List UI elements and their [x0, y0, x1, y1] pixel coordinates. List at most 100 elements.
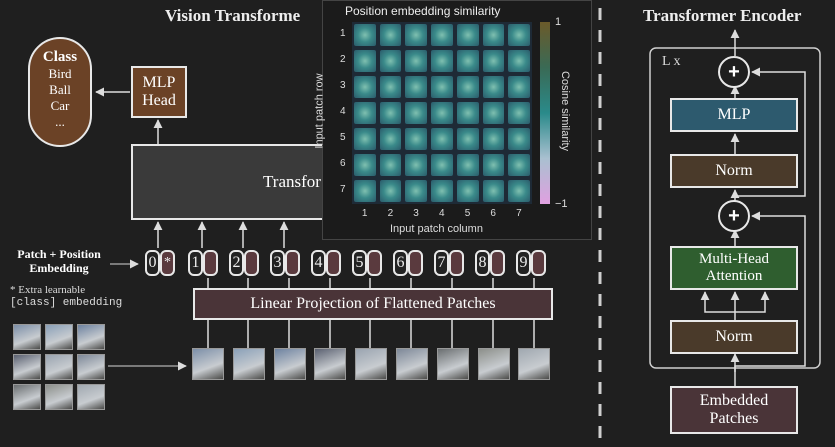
- heatmap-cell: [379, 180, 402, 202]
- heatmap-cell: [508, 24, 530, 46]
- position-token: 1: [188, 250, 203, 276]
- position-token: 5: [352, 250, 367, 276]
- flattened-patch: [273, 348, 306, 380]
- heatmap-cell: [405, 76, 428, 98]
- patch-embedding-token: [490, 250, 505, 276]
- heatmap-cell: [354, 50, 376, 72]
- heatmap-cell: [405, 102, 428, 124]
- norm-top-block: Norm: [670, 154, 798, 188]
- image-patch: [77, 384, 105, 410]
- heatmap-row-tick: 6: [340, 158, 346, 169]
- heatmap-cell: [431, 102, 453, 124]
- patch-position-label: Patch + Position Embedding: [17, 247, 101, 275]
- heatmap-cell: [405, 180, 428, 202]
- heatmap-col-tick: 1: [361, 208, 368, 219]
- patch-embedding-token: [408, 250, 423, 276]
- image-patch: [45, 354, 73, 380]
- heatmap-row-tick: 7: [340, 184, 346, 195]
- heatmap-cell: [354, 76, 376, 98]
- image-patch: [13, 354, 41, 380]
- multi-head-attention-block: Multi-Head Attention: [670, 246, 798, 290]
- heatmap-cell: [508, 50, 530, 72]
- vit-title: Vision Transforme: [165, 6, 301, 25]
- heatmap-cell: [508, 102, 530, 124]
- heatmap-cell: [482, 76, 505, 98]
- heatmap-cell: [431, 50, 453, 72]
- norm-bottom-block: Norm: [670, 320, 798, 354]
- heatmap-cell: [354, 24, 376, 46]
- linear-projection-box: Linear Projection of Flattened Patches: [193, 288, 553, 320]
- patch-embedding-token: [367, 250, 382, 276]
- colorbar-max-label: 1: [555, 16, 562, 28]
- heatmap-cell: [456, 76, 479, 98]
- heatmap-col-tick: 4: [439, 208, 445, 219]
- heatmap-grid: [352, 22, 532, 204]
- flattened-patch: [396, 348, 428, 380]
- repeat-label: L x: [662, 54, 681, 69]
- heatmap-cell: [482, 180, 505, 202]
- embedded-patches-block: Embedded Patches: [670, 386, 798, 434]
- position-token: 4: [311, 250, 326, 276]
- colorbar-label: Cosine similarity: [559, 70, 572, 152]
- mlp-block: MLP: [670, 98, 798, 132]
- plus-circle-top: +: [718, 56, 750, 88]
- patch-embedding-token: [244, 250, 259, 276]
- patch-embedding-token: [285, 250, 300, 276]
- flattened-patch: [192, 348, 224, 380]
- heatmap-cell: [482, 128, 505, 150]
- heatmap-cell: [456, 128, 479, 150]
- flattened-patch: [518, 348, 551, 380]
- extra-note-line1: * Extra learnable: [10, 284, 86, 296]
- heatmap-cell: [482, 24, 505, 46]
- heatmap-cell: [431, 180, 453, 202]
- class-item: Bird: [48, 66, 72, 81]
- heatmap-cell: [456, 24, 479, 46]
- heatmap-cell: [354, 128, 376, 150]
- encoder-title: Transformer Encoder: [643, 6, 802, 25]
- heatmap-row-tick: 1: [340, 28, 346, 39]
- heatmap-cell: [508, 154, 530, 176]
- heatmap-cell: [482, 50, 505, 72]
- heatmap-cell: [431, 24, 453, 46]
- patch-embedding-token: [326, 250, 341, 276]
- heatmap-cell: [508, 180, 530, 202]
- heatmap-cell: [405, 24, 428, 46]
- position-token: 8: [475, 250, 490, 276]
- heatmap-cell: [431, 76, 453, 98]
- heatmap-cell: [456, 180, 479, 202]
- heatmap-row-tick: 2: [340, 54, 346, 65]
- heatmap-cell: [405, 50, 428, 72]
- image-patch: [77, 324, 105, 350]
- heatmap-cell: [456, 50, 479, 72]
- heatmap-col-tick: 6: [490, 208, 496, 219]
- image-patch: [13, 384, 41, 410]
- heatmap-cell: [456, 154, 479, 176]
- image-patch: [77, 354, 105, 380]
- position-token: 7: [434, 250, 449, 276]
- position-token: 2: [229, 250, 244, 276]
- flattened-patch: [232, 348, 265, 380]
- heatmap-cell: [508, 76, 530, 98]
- heatmap-cell: [354, 102, 376, 124]
- patch-embedding-token: [531, 250, 546, 276]
- colorbar-min-label: −1: [555, 198, 568, 210]
- heatmap-cell: [456, 102, 479, 124]
- heatmap-ylabel: Input patch row: [313, 73, 326, 149]
- flattened-patch: [314, 348, 347, 380]
- heatmap-row-tick: 4: [340, 106, 346, 117]
- position-token: 0: [145, 250, 160, 276]
- patch-embedding-token: [449, 250, 464, 276]
- heatmap-title: Position embedding similarity: [345, 4, 501, 18]
- heatmap-cell: [379, 128, 402, 150]
- heatmap-row-tick: 5: [340, 132, 346, 143]
- class-item: Ball: [49, 82, 71, 97]
- heatmap-xlabel: Input patch column: [390, 223, 483, 235]
- heatmap-row-tick: 3: [340, 80, 346, 91]
- heatmap-col-tick: 5: [464, 208, 471, 219]
- plus-circle-bottom: +: [718, 200, 750, 232]
- class-token-embedding: *: [160, 250, 175, 276]
- heatmap-cell: [482, 102, 505, 124]
- extra-note-line2: [class] embedding: [10, 297, 123, 309]
- heatmap-cell: [405, 128, 428, 150]
